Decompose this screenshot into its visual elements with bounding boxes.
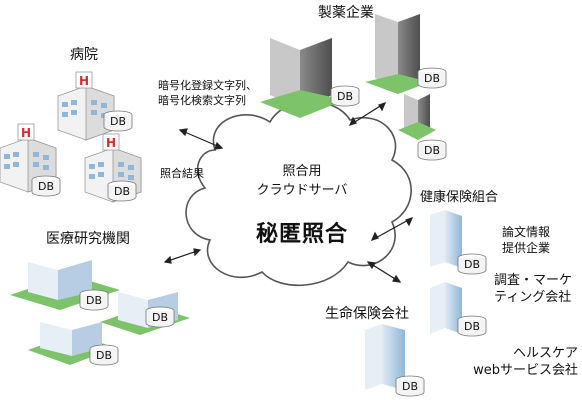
db-label: DB [114, 185, 131, 198]
survey-company-tower [430, 282, 462, 334]
hospital-building-1 [57, 71, 115, 141]
pharma-tower-3 [398, 94, 436, 140]
db-label: DB [424, 144, 441, 157]
life-insurance-tower [365, 324, 405, 390]
db-label: DB [337, 90, 354, 103]
db-label: DB [152, 311, 169, 324]
insurance-union-tower [430, 210, 462, 268]
db-label: DB [464, 320, 481, 333]
db-label: DB [86, 294, 103, 307]
db-label: DB [424, 72, 441, 85]
group-title-research: 医療研究機関 [46, 231, 130, 247]
research-building-3 [28, 322, 115, 365]
cloud-subtitle: 照合用 クラウドサーバ [256, 164, 348, 198]
cloud-title: 秘匿照合 [255, 222, 348, 247]
flow-label-upload: 暗号化登録文字列、 暗号化検索文字列 [158, 79, 257, 107]
group-title-life-insurance: 生命保険会社 [325, 306, 409, 322]
group-title-pharma: 製薬企業 [318, 5, 374, 21]
group-title-hospital: 病院 [70, 47, 98, 63]
research-building-1 [10, 260, 120, 310]
label-survey-company: 調査・マーケ ティング会社 [494, 273, 573, 305]
db-label: DB [402, 380, 419, 393]
arrows [163, 102, 414, 283]
db-label: DB [110, 115, 127, 128]
group-title-insurance-union: 健康保険組合 [420, 190, 499, 205]
pharma-tower-1 [260, 38, 345, 118]
flow-label-result: 照合結果 [160, 167, 204, 180]
db-label: DB [38, 180, 55, 193]
label-paper-provider: 論文情報 提供企業 [502, 225, 551, 255]
research-building-2 [100, 292, 190, 335]
db-label: DB [464, 258, 481, 271]
db-label: DB [96, 349, 113, 362]
pharma-tower-2 [365, 14, 430, 94]
label-healthcare-web: ヘルスケア webサービス会社 [473, 346, 578, 378]
